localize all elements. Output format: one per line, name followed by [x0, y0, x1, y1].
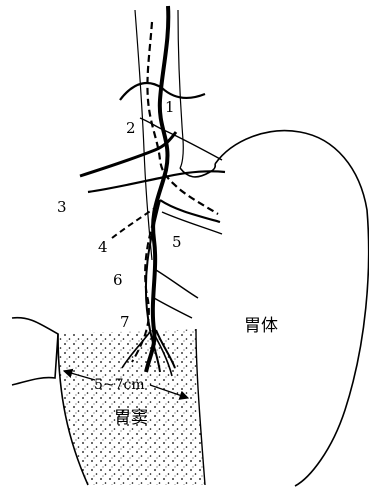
branch-2 — [140, 118, 222, 160]
esophagus-right-wall — [178, 10, 183, 168]
label-7: 7 — [120, 313, 130, 331]
branch-5b — [162, 212, 222, 234]
label-5: 5 — [172, 233, 182, 251]
branch-6 — [156, 270, 198, 298]
branch-7 — [154, 298, 192, 318]
measurement-label: 5~7cm — [94, 377, 145, 393]
stomach-outline — [215, 131, 369, 486]
antrum-region — [58, 329, 205, 485]
label-2: 2 — [126, 119, 136, 137]
label-3: 3 — [57, 198, 67, 216]
posterior-vagal-trunk — [147, 22, 218, 214]
stomach-body-label: 胃体 — [244, 316, 278, 336]
antrum-label: 胃窦 — [114, 408, 148, 428]
label-4: 4 — [98, 238, 108, 256]
label-6: 6 — [113, 271, 123, 289]
label-1: 1 — [165, 98, 175, 116]
pylorus-outline — [12, 318, 58, 385]
